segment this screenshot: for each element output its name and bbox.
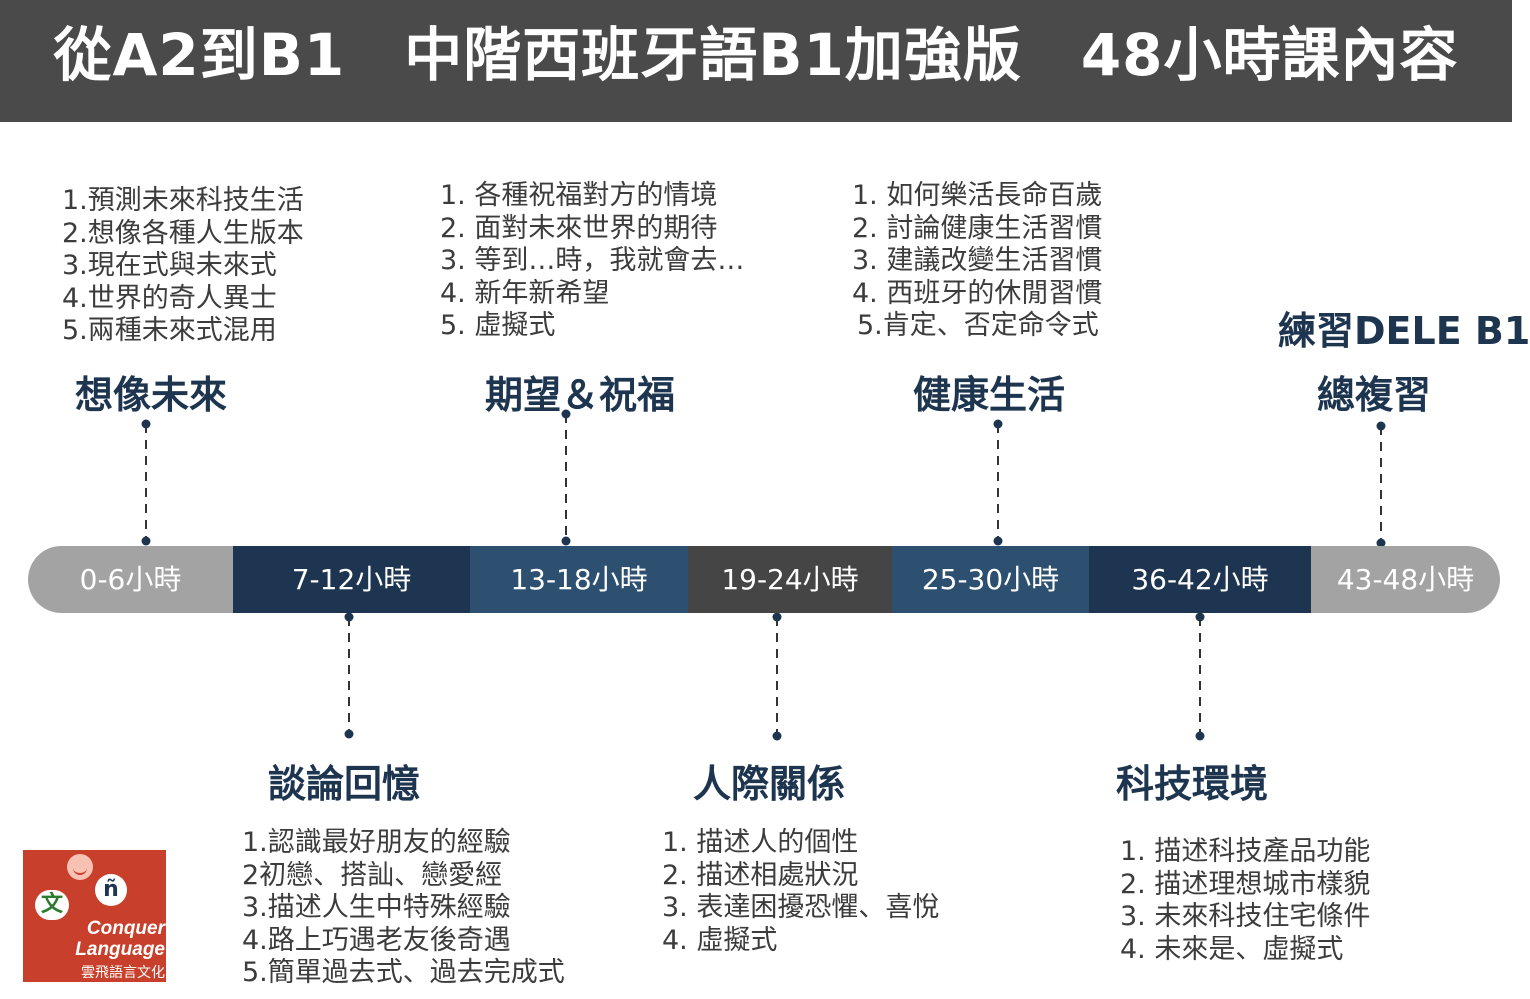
list-item: 3.描述人生中特殊經驗: [242, 892, 511, 923]
list-item: 2. 描述理想城市樣貌: [1120, 868, 1371, 900]
connector-dot: [141, 419, 151, 429]
smile-icon: [67, 854, 93, 880]
timeline-bar: 0-6小時 7-12小時 13-18小時 19-24小時 25-30小時 36-…: [28, 546, 1500, 613]
module-title-relationships: 人際關係: [693, 762, 846, 806]
list-item: 1. 如何樂活長命百歲: [852, 180, 1103, 211]
list-item: 4. 西班牙的休閒習慣: [852, 277, 1103, 309]
connector-dot: [344, 612, 354, 622]
connector-dot: [561, 536, 571, 546]
timeline-segment: 13-18小時: [470, 546, 688, 613]
list-item: 5.肯定、否定命令式: [857, 310, 1099, 341]
logo-text-zh: 雲飛語言文化: [81, 965, 165, 981]
list-item: 3. 建議改變生活習慣: [852, 245, 1103, 276]
list-item: 4. 虛擬式: [662, 924, 778, 956]
module-title-tech-environment: 科技環境: [1116, 762, 1269, 806]
list-item: 4.路上巧遇老友後奇遇: [242, 924, 511, 956]
list-item: 4.世界的奇人異士: [62, 282, 277, 314]
connector-dot: [993, 536, 1003, 546]
list-item: 5.簡單過去式、過去完成式: [242, 957, 565, 988]
list-item: 4. 未來是、虛擬式: [1120, 933, 1344, 965]
timeline-segment: 36-42小時: [1089, 546, 1311, 613]
list-item: 3. 未來科技住宅條件: [1120, 901, 1371, 932]
list-item: 1. 各種祝福對方的情境: [440, 180, 718, 211]
module-list-wishes: 1. 各種祝福對方的情境 2. 面對未來世界的期待 3. 等到…時，我就會去… …: [440, 180, 744, 343]
module-list-healthy-life: 1. 如何樂活長命百歲 2. 討論健康生活習慣 3. 建議改變生活習慣 4. 西…: [852, 180, 1102, 343]
connector-dot: [772, 612, 782, 622]
connector-dot: [1376, 421, 1386, 431]
connector-dot: [993, 419, 1003, 429]
module-list-relationships: 1. 描述人的個性 2. 描述相處狀況 3. 表達困擾恐懼、喜悅 4. 虛擬式: [662, 827, 939, 957]
module-subtitle-dele-practice: 練習DELE B1: [1278, 309, 1530, 353]
connector-dot: [141, 536, 151, 546]
timeline-segment: 43-48小時: [1311, 546, 1500, 613]
module-title-imagine-future: 想像未來: [75, 373, 228, 417]
module-list-memories: 1.認識最好朋友的經驗 2初戀、搭訕、戀愛經 3.描述人生中特殊經驗 4.路上巧…: [242, 827, 565, 990]
list-item: 5. 虛擬式: [440, 310, 556, 341]
list-item: 2初戀、搭訕、戀愛經: [242, 859, 503, 891]
list-item: 3. 表達困擾恐懼、喜悅: [662, 892, 940, 923]
logo-text-line: Language: [75, 939, 165, 960]
connector-dot: [772, 731, 782, 741]
connector-dot: [1195, 612, 1205, 622]
connector-dot: [561, 409, 571, 419]
module-title-wishes: 期望＆祝福: [485, 373, 676, 417]
list-item: 2. 面對未來世界的期待: [440, 212, 718, 244]
list-item: 2. 討論健康生活習慣: [852, 212, 1103, 244]
module-title-memories: 談論回憶: [268, 762, 421, 806]
timeline-segment: 19-24小時: [688, 546, 892, 613]
page-title: 從A2到B1 中階西班牙語B1加強版 48小時課內容: [53, 21, 1459, 89]
list-item: 4. 新年新希望: [440, 277, 610, 309]
connector-dot: [344, 729, 354, 739]
list-item: 1. 描述人的個性: [662, 827, 859, 858]
list-item: 5.兩種未來式混用: [62, 315, 277, 346]
module-list-tech-environment: 1. 描述科技產品功能 2. 描述理想城市樣貌 3. 未來科技住宅條件 4. 未…: [1120, 836, 1370, 966]
header-banner: 從A2到B1 中階西班牙語B1加強版 48小時課內容: [0, 0, 1512, 122]
timeline-segment: 25-30小時: [892, 546, 1089, 613]
list-item: 1. 描述科技產品功能: [1120, 836, 1371, 867]
connector-dot: [1376, 538, 1386, 548]
logo-text: Conquer Language: [49, 918, 165, 960]
module-title-healthy-life: 健康生活: [913, 373, 1066, 417]
logo-text-line: Conquer: [86, 918, 165, 939]
list-item: 1.預測未來科技生活: [62, 185, 304, 216]
module-title-review: 總複習: [1317, 373, 1432, 417]
connector-dot: [1195, 731, 1205, 741]
list-item: 2. 描述相處狀況: [662, 859, 859, 891]
brand-logo: 文 ñ Conquer Language 雲飛語言文化: [23, 850, 166, 982]
speech-bubble-icon: ñ: [95, 874, 127, 906]
list-item: 3.現在式與未來式: [62, 250, 277, 281]
speech-bubble-icon: 文: [35, 890, 69, 920]
list-item: 2.想像各種人生版本: [62, 217, 304, 249]
timeline-segment: 0-6小時: [28, 546, 233, 613]
list-item: 1.認識最好朋友的經驗: [242, 827, 511, 858]
timeline-segment: 7-12小時: [233, 546, 470, 613]
module-list-imagine-future: 1.預測未來科技生活 2.想像各種人生版本 3.現在式與未來式 4.世界的奇人異…: [62, 185, 304, 348]
list-item: 3. 等到…時，我就會去…: [440, 245, 745, 276]
